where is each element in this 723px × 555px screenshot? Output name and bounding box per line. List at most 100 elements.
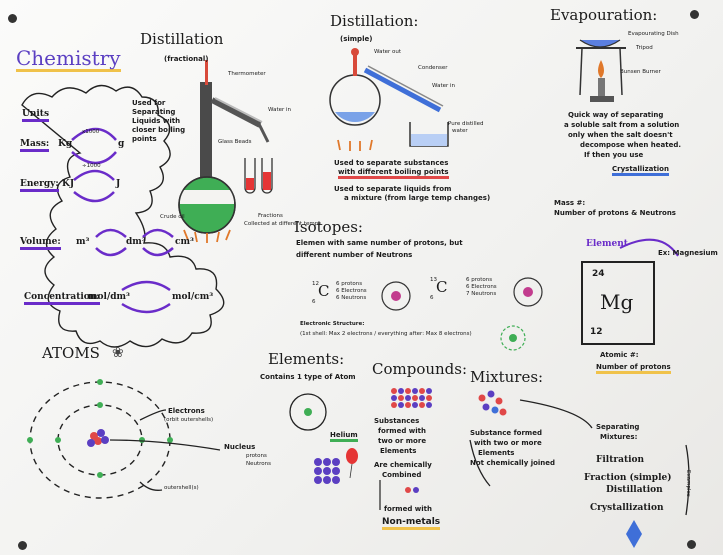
atom-c12 <box>381 281 411 311</box>
simple-note-2b: a mixture (from large temp changes) <box>344 194 491 202</box>
label-crude-oil: Crude oil <box>160 214 185 220</box>
fractional-subtitle: (fractional) <box>164 55 209 63</box>
page-title: Chemistry <box>16 46 121 72</box>
c13-symbol: C <box>436 278 448 296</box>
fractional-desc-4: closer boiling <box>132 126 186 134</box>
pin-icon <box>18 541 27 550</box>
isotopes-def-1: Elemen with same number of protons, but <box>296 239 463 247</box>
elements-text: Contains 1 type of Atom <box>260 373 356 381</box>
unit-volume-mid: dm³ <box>126 237 146 247</box>
unit-concentration-right: mol/cm³ <box>172 292 214 302</box>
mixture-dots <box>478 390 507 416</box>
label-outershells: outershell(s) <box>164 485 199 491</box>
label-water-in: Water in <box>268 107 292 113</box>
simple-note-1b: with different boiling points <box>338 168 449 180</box>
c13-mass: 13 <box>430 277 437 283</box>
compounds-text-4: Elements <box>380 447 417 455</box>
unit-mass-left: Kg <box>58 139 73 149</box>
label-protons: protons <box>246 453 267 459</box>
evaporating-dish <box>579 39 621 48</box>
evap-desc-4: decompose when heated. <box>580 141 682 149</box>
mass-number-label: Mass #: <box>554 199 586 207</box>
evap-desc-5: If then you use <box>584 151 644 159</box>
mixtures-text-4: Not chemically joined <box>470 459 556 467</box>
label-nucleus: Nucleus <box>224 443 256 451</box>
crystal-icon <box>626 520 642 548</box>
nucleus <box>87 429 109 447</box>
unit-energy-right: J <box>116 179 121 189</box>
compounds-text-5: Are chemically <box>374 461 432 469</box>
mixtures-text-1: Substance formed <box>470 429 542 437</box>
fractional-desc-1: Used for <box>132 99 166 107</box>
label-glass-beads: Glass Beads <box>218 139 252 145</box>
separating-title-1: Separating <box>596 423 640 431</box>
label-water: water <box>452 128 468 134</box>
unit-mass-right: g <box>118 139 125 149</box>
evap-desc-3: only when the salt doesn't <box>568 131 673 139</box>
atom-c13 <box>513 277 543 307</box>
evaporation-title: Evapouration: <box>550 6 658 24</box>
elements-title: Elements: <box>268 350 345 368</box>
element-symbol: Mg <box>600 290 634 314</box>
pin-icon <box>8 14 17 23</box>
c12-protons: 6 protons <box>336 281 363 287</box>
fractional-desc-3: Liquids with <box>132 117 181 125</box>
unit-volume-right: cm³ <box>175 237 194 247</box>
element-mass: 24 <box>592 269 605 279</box>
c12-atomic: 6 <box>312 299 316 305</box>
compounds-text-3: two or more <box>378 437 427 445</box>
mixtures-title: Mixtures: <box>470 368 544 386</box>
separating-item-4: Crystallization <box>590 503 664 513</box>
atomic-number-label: Atomic #: <box>600 351 639 359</box>
separating-item-2: Fraction (simple) <box>584 473 672 483</box>
mixtures-text-2: with two or more <box>474 439 542 447</box>
separating-item-3: Distillation <box>606 485 663 495</box>
c13-atomic: 6 <box>430 295 434 301</box>
compounds-nonmetals: Non-metals <box>382 517 441 531</box>
compounds-text-2: formed with <box>378 427 426 435</box>
pin-icon <box>687 540 696 549</box>
arrow-times <box>71 127 117 141</box>
op-times: x1000 <box>82 129 100 135</box>
unit-energy-left: KJ <box>62 179 75 189</box>
op-div: ÷1000 <box>82 163 101 169</box>
label-tripod: Tripod <box>636 45 653 51</box>
fractional-desc-5: points <box>132 135 157 143</box>
test-tube <box>244 158 256 194</box>
label-pure-distilled: Pure distilled <box>448 121 484 127</box>
c13-neutrons: 7 Neutrons <box>466 291 497 297</box>
c12-electrons: 6 Electrons <box>336 288 367 294</box>
units-cloud <box>21 84 225 348</box>
mixtures-text-3: Elements <box>478 449 515 457</box>
label-water-out: Water out <box>374 49 402 55</box>
helium-atom <box>289 393 327 431</box>
separating-title-2: Mixtures: <box>600 433 638 441</box>
element-example: Ex: Magnesium <box>658 249 718 257</box>
simple-title: Distillation: <box>330 12 419 30</box>
unit-mass-label: Mass: <box>20 139 50 153</box>
arrow-div <box>71 151 117 165</box>
electron-structure <box>500 325 526 351</box>
unit-volume-label: Volume: <box>20 237 61 251</box>
evap-desc-1: Quick way of separating <box>568 111 664 119</box>
atom-sparkle-icon: ❀ <box>112 345 124 361</box>
evap-desc-2: a soluble salt from a solution <box>564 121 680 129</box>
label-neutrons: Neutrons <box>246 461 271 467</box>
balloon-icon <box>346 448 358 464</box>
flame-icon <box>598 60 604 78</box>
unit-volume-left: m³ <box>76 237 90 247</box>
examples-label: Examples <box>685 470 691 497</box>
compounds-title: Compounds: <box>372 360 468 378</box>
c12-neutrons: 6 Neutrons <box>336 295 367 301</box>
isotopes-title: Isotopes: <box>294 218 363 236</box>
separating-item-1: Filtration <box>596 455 645 465</box>
evap-crystallization: Crystallization <box>612 165 669 177</box>
compounds-formed: formed with <box>384 505 432 513</box>
compounds-text-6: Combined <box>382 471 422 479</box>
structure-label: Electronic Structure: <box>300 321 365 327</box>
label-bunsen-burner: Bunsen Burner <box>620 69 661 75</box>
fractional-title: Distillation <box>140 30 224 48</box>
fractionating-column <box>200 82 212 192</box>
simple-note-1a: Used to separate substances <box>334 159 449 167</box>
